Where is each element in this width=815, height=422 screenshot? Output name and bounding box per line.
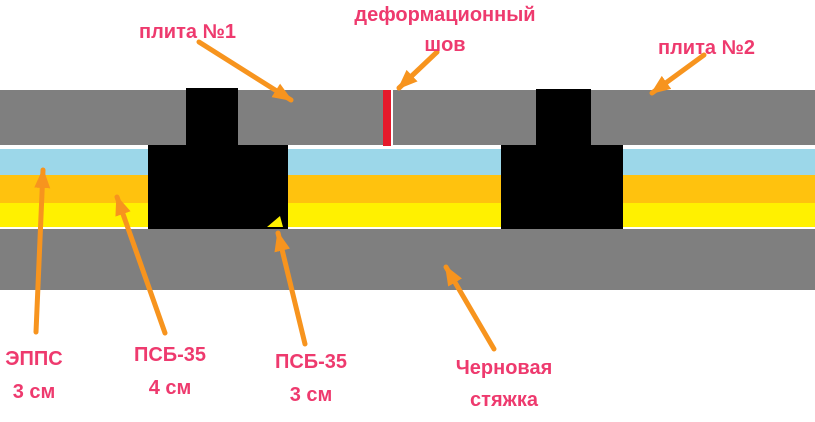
deformation-joint-label: деформационный шов — [343, 0, 547, 60]
support-block-1-base — [148, 145, 288, 229]
psb4-label-line2: 4 см — [148, 377, 192, 399]
joint-label-line2: шов — [424, 34, 466, 56]
psb-35-4cm-label: ПСБ-35 4 см — [127, 339, 213, 405]
deformation-joint-bar — [383, 90, 391, 146]
psb-35-3cm-layer — [0, 203, 815, 227]
support-block-1-stem — [186, 88, 238, 146]
screed-label-line2: стяжка — [470, 389, 538, 411]
epps-label-line1: ЭППС — [5, 348, 63, 370]
psb-35-4cm-layer — [0, 175, 815, 203]
support-block-2-stem — [536, 89, 591, 146]
slab-1-label: плита №1 — [115, 16, 260, 49]
psb-35-3cm-label: ПСБ-35 3 см — [268, 346, 354, 412]
psb4-label-line1: ПСБ-35 — [133, 344, 207, 366]
rough-screed-layer — [0, 229, 815, 290]
epps-label-line2: 3 см — [12, 381, 56, 403]
slab-2-label-text: плита №2 — [658, 37, 755, 59]
epps-insulation-layer — [0, 149, 815, 175]
slab-2-layer — [393, 90, 815, 145]
slab-1-label-text: плита №1 — [139, 21, 236, 43]
support-block-2-base — [501, 145, 623, 229]
psb3-label-line2: 3 см — [289, 384, 333, 406]
joint-label-line1: деформационный — [354, 4, 536, 26]
slab-2-label: плита №2 — [634, 32, 779, 65]
epps-label: ЭППС 3 см — [0, 343, 74, 409]
psb3-label-line1: ПСБ-35 — [274, 351, 348, 373]
rough-screed-label: Черновая стяжка — [441, 352, 567, 416]
screed-label-line1: Черновая — [455, 357, 553, 379]
